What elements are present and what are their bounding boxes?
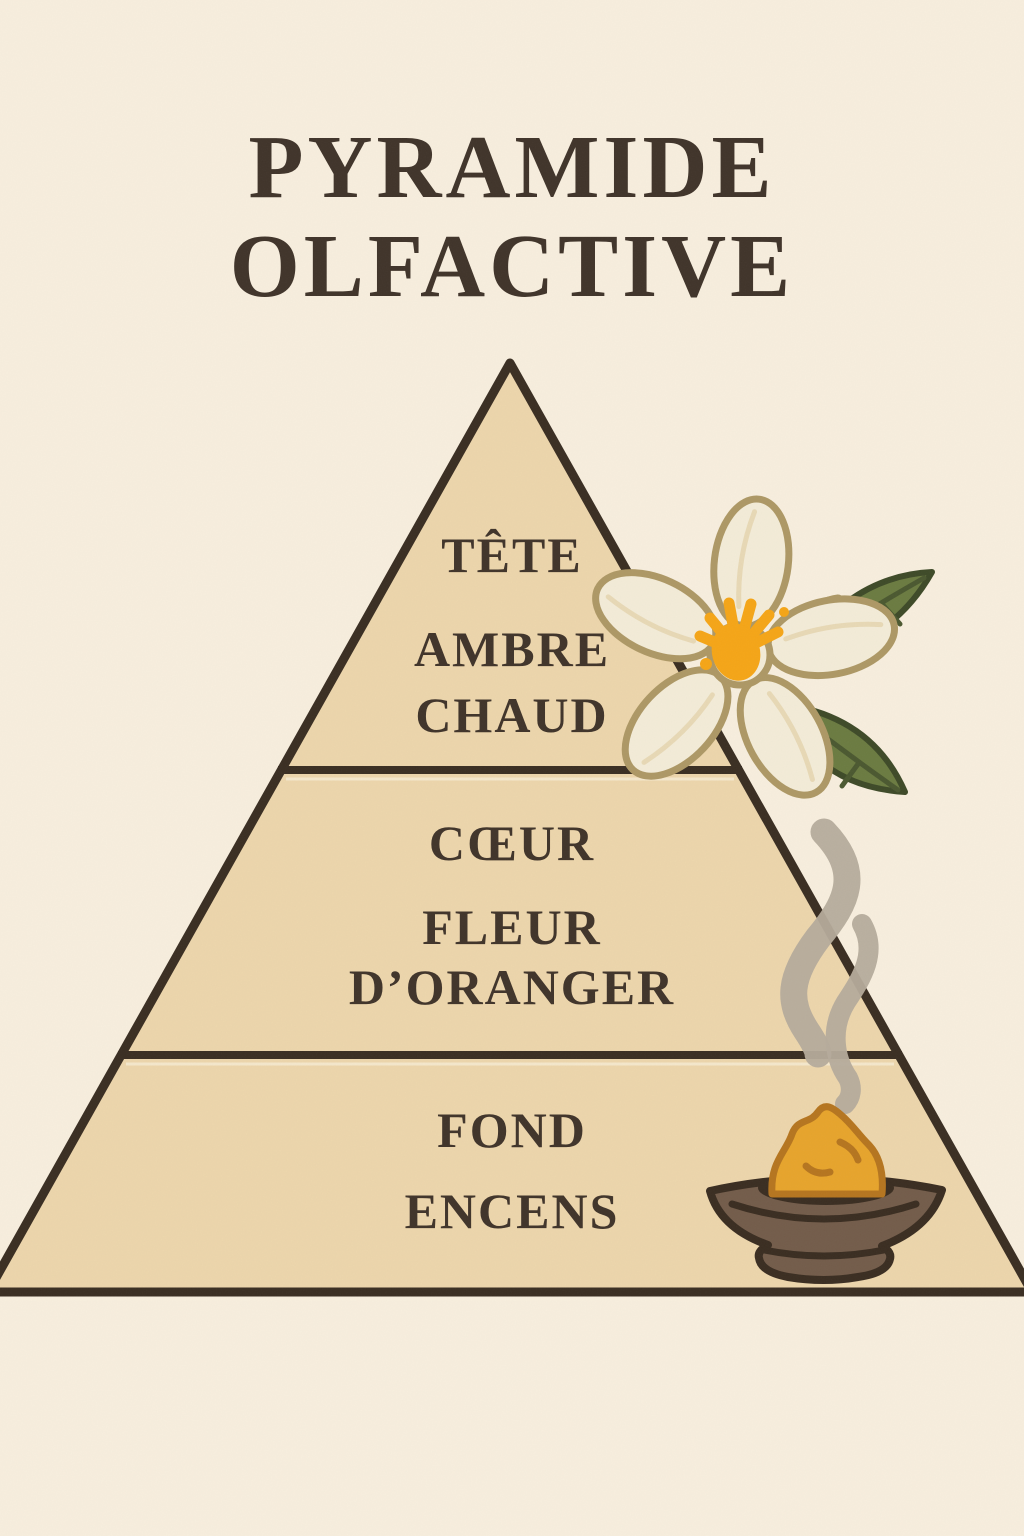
- tier-top-label: TÊTE: [441, 527, 582, 583]
- title-line-2: OLFACTIVE: [230, 217, 794, 316]
- dish-foot-line: [760, 1246, 888, 1260]
- tier-middle-note-2: D’ORANGER: [349, 959, 675, 1015]
- page-title: PYRAMIDE OLFACTIVE: [230, 118, 794, 316]
- tier-top-labels: TÊTE AMBRE CHAUD: [414, 527, 610, 743]
- tier-top-note-2: CHAUD: [415, 687, 608, 743]
- pyramid-diagram: TÊTE AMBRE CHAUD CŒUR FLEUR D’ORANGER FO…: [0, 358, 1024, 1301]
- flower-petals: [592, 495, 899, 799]
- tier-middle-label: CŒUR: [429, 815, 595, 871]
- dish-rim-line: [728, 1200, 920, 1223]
- title-line-1: PYRAMIDE: [249, 118, 776, 217]
- flower-stamens: [694, 597, 789, 681]
- incense-resin: [768, 1103, 886, 1198]
- pyramid-shape: [0, 358, 1024, 1297]
- tier-bottom-label: FOND: [437, 1102, 587, 1158]
- incense-bowl-icon: [706, 1103, 946, 1284]
- tier-middle-note-1: FLEUR: [422, 899, 601, 955]
- tier-top-note-1: AMBRE: [414, 621, 610, 677]
- tier-middle-labels: CŒUR FLEUR D’ORANGER: [349, 815, 675, 1015]
- pyramid-divider-bottom: [118, 1051, 902, 1066]
- smoke-icon: [780, 818, 879, 1114]
- tier-bottom-labels: FOND ENCENS: [405, 1102, 620, 1239]
- orange-blossom-icon: [592, 495, 935, 799]
- tier-bottom-note-1: ENCENS: [405, 1183, 620, 1239]
